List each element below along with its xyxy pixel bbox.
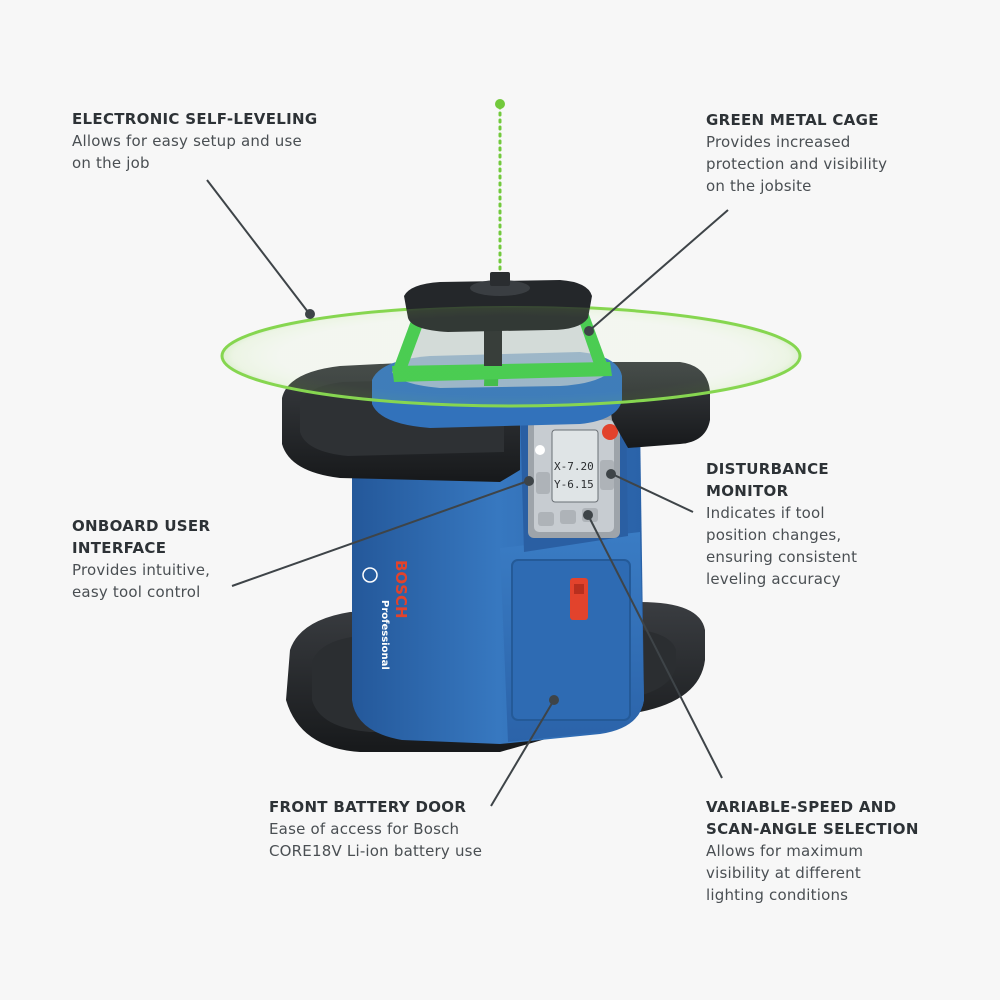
brand-label: BOSCH Professional [379,560,410,670]
callout-description: Indicates if tool position changes, ensu… [706,502,857,590]
callout-disturbance-monitor: DISTURBANCE MONITOR Indicates if tool po… [706,458,857,590]
title-line: INTERFACE [72,539,167,557]
leader-battery [490,699,555,807]
callout-green-metal-cage: GREEN METAL CAGE Provides increased prot… [706,109,887,197]
callout-variable-speed: VARIABLE-SPEED AND SCAN-ANGLE SELECTION … [706,796,919,906]
desc-line: on the job [72,154,150,172]
desc-line: leveling accuracy [706,570,841,588]
onboard-user-interface: X-7.20 Y-6.15 [520,402,628,552]
callout-self-leveling: ELECTRONIC SELF-LEVELING Allows for easy… [72,108,317,174]
desc-line: Ease of access for Bosch [269,820,460,838]
leader-interface [231,480,529,587]
desc-line: Allows for maximum [706,842,864,860]
desc-line: visibility at different [706,864,861,882]
desc-line: protection and visibility [706,155,888,173]
leader-variable [587,514,723,779]
desc-line: Allows for easy setup and use [72,132,302,150]
product-line: Professional [379,600,390,670]
desc-line: ensuring consistent [706,548,858,566]
callout-title: GREEN METAL CAGE [706,111,879,129]
panel-button-bottom-1[interactable] [538,512,554,526]
callout-title: FRONT BATTERY DOOR [269,798,467,816]
laser-dot [495,99,505,109]
power-button[interactable] [602,424,618,440]
callout-title: VARIABLE-SPEED AND SCAN-ANGLE SELECTION [706,796,919,840]
desc-line: lighting conditions [706,886,849,904]
leader-self-leveling [206,179,309,313]
title-line: VARIABLE-SPEED AND [706,798,897,816]
callout-leaders [206,179,729,807]
panel-button-left[interactable] [536,472,550,494]
leader-endpoints [305,309,616,705]
leader-disturbance [611,473,694,513]
callout-front-battery-door: FRONT BATTERY DOOR Ease of access for Bo… [269,796,482,862]
callout-onboard-user-interface: ONBOARD USER INTERFACE Provides intuitiv… [72,515,210,603]
callout-title: DISTURBANCE MONITOR [706,458,857,502]
desc-line: position changes, [706,526,842,544]
panel-button-bottom-2[interactable] [560,510,576,524]
desc-line: CORE18V Li-ion battery use [269,842,483,860]
callout-description: Provides increased protection and visibi… [706,131,887,197]
battery-door [511,559,631,721]
title-line: SCAN-ANGLE SELECTION [706,820,919,838]
brand-name: BOSCH [392,560,410,619]
desc-line: on the jobsite [706,177,812,195]
callout-description: Provides intuitive, easy tool control [72,559,210,603]
desc-line: Provides increased [706,133,851,151]
laser-plane-glow [222,306,800,406]
callout-description: Ease of access for Bosch CORE18V Li-ion … [269,818,482,862]
title-line: MONITOR [706,482,789,500]
leader-cage [589,209,729,331]
desc-line: easy tool control [72,583,201,601]
title-line: ONBOARD USER [72,517,211,535]
lcd-display [551,429,599,503]
display-x-value: X-7.20 [554,460,594,473]
callout-title: ELECTRONIC SELF-LEVELING [72,110,318,128]
desc-line: Provides intuitive, [72,561,211,579]
callout-description: Allows for easy setup and use on the job [72,130,317,174]
bosch-logo-icon [362,567,378,583]
desc-line: Indicates if tool [706,504,825,522]
callout-description: Allows for maximum visibility at differe… [706,840,919,906]
tool-body [352,420,644,744]
title-line: DISTURBANCE [706,460,829,478]
callout-title: ONBOARD USER INTERFACE [72,515,210,559]
display-y-value: Y-6.15 [554,478,594,491]
